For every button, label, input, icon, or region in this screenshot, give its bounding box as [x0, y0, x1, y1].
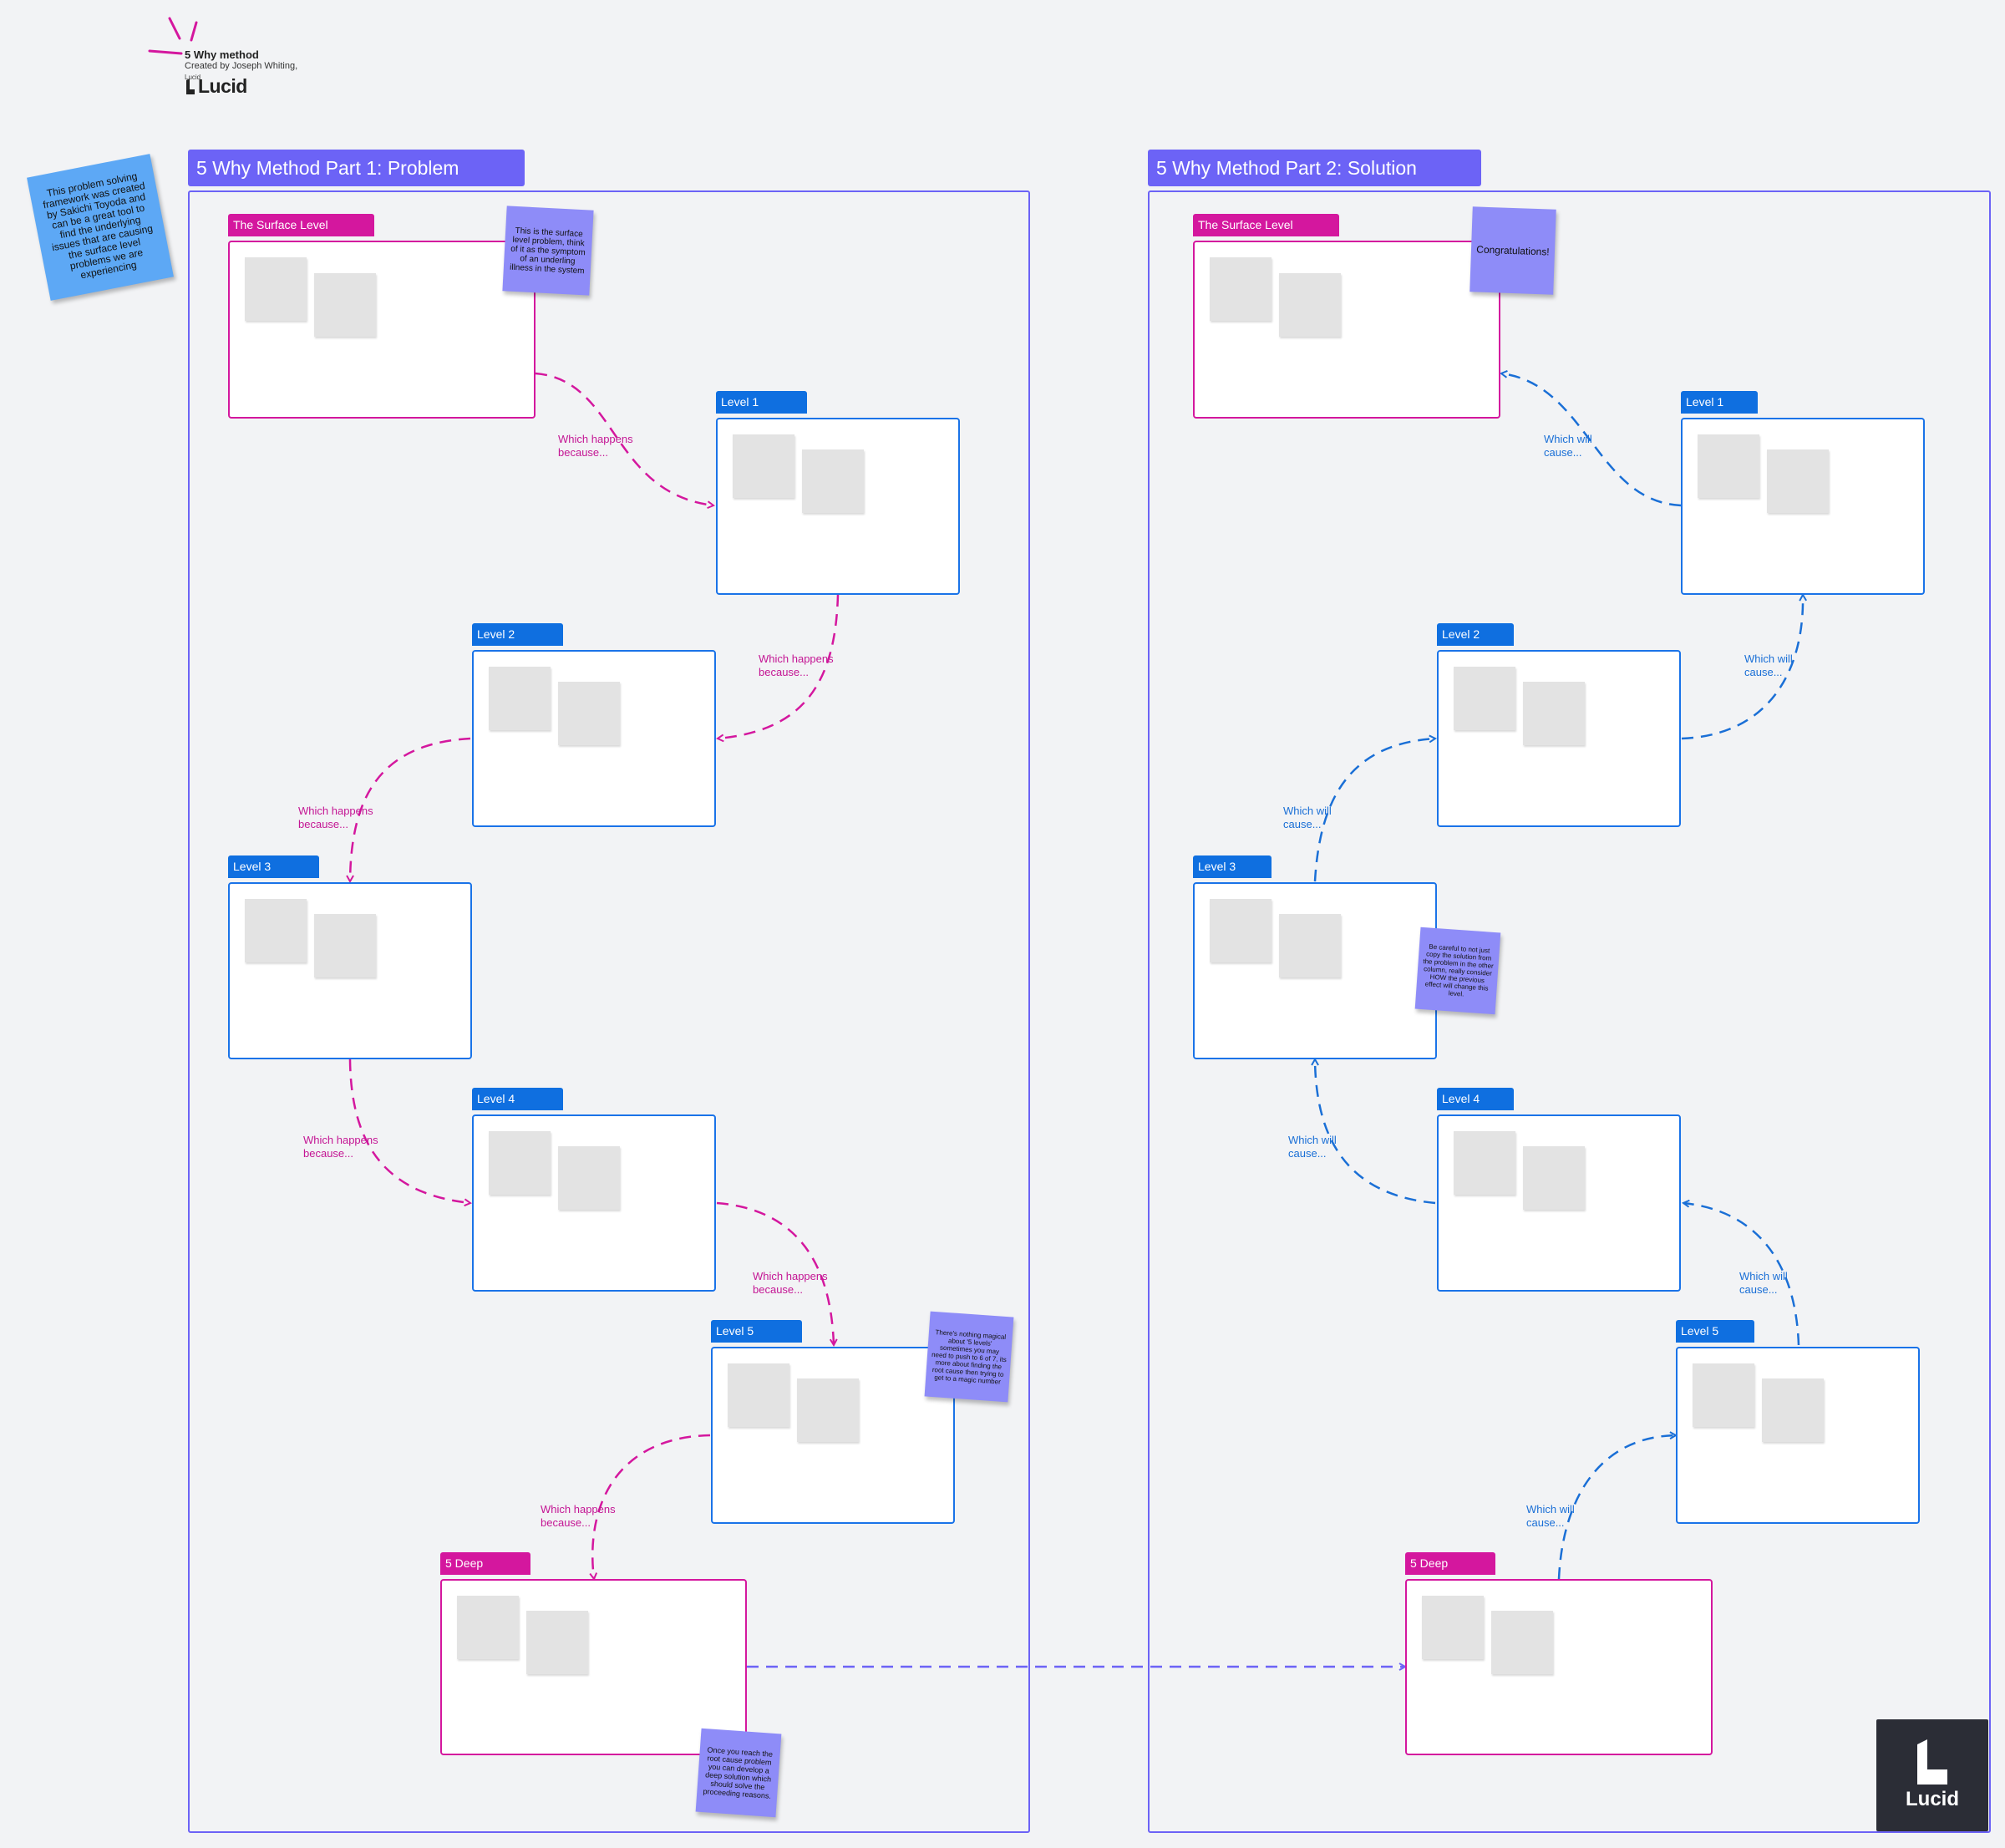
sticky-placeholder[interactable]: [1523, 682, 1585, 745]
sticky-placeholder[interactable]: [314, 273, 376, 337]
sticky-placeholder[interactable]: [245, 899, 307, 962]
p1-l2-tag: Level 2: [472, 623, 563, 646]
p1-l2-box[interactable]: [472, 650, 716, 827]
p2-surface-tag: The Surface Level: [1193, 214, 1339, 236]
intro-sticky-note[interactable]: This problem solving framework was creat…: [27, 154, 174, 301]
doc-small-text: Lucid: [185, 74, 201, 81]
sticky-placeholder[interactable]: [489, 667, 551, 730]
p2-l5-box[interactable]: [1676, 1347, 1920, 1524]
lucid-mark-icon: [1917, 1739, 1947, 1785]
sticky-placeholder[interactable]: [1523, 1146, 1585, 1210]
p2-arrow-label: Which will cause...: [1288, 1134, 1337, 1160]
p2-surface-sticky-note[interactable]: Congratulations!: [1469, 206, 1556, 295]
p2-deep-tag: 5 Deep: [1405, 1552, 1495, 1575]
sticky-placeholder[interactable]: [1767, 449, 1829, 513]
sparkle-icon: [148, 17, 198, 55]
sticky-placeholder[interactable]: [314, 914, 376, 977]
sticky-placeholder[interactable]: [1491, 1611, 1553, 1674]
p2-arrow-label: Which will cause...: [1739, 1270, 1788, 1296]
sticky-placeholder[interactable]: [733, 434, 794, 498]
sticky-placeholder[interactable]: [1762, 1378, 1824, 1442]
p1-deep-tag: 5 Deep: [440, 1552, 530, 1575]
p1-l4-box[interactable]: [472, 1114, 716, 1292]
doc-title: 5 Why method: [185, 48, 259, 61]
p1-arrow-label: Which happens because...: [753, 1270, 828, 1296]
sticky-placeholder[interactable]: [526, 1611, 588, 1674]
p1-arrow-label: Which happens because...: [298, 805, 373, 830]
p2-arrow-label: Which will cause...: [1544, 433, 1592, 459]
p1-arrow-label: Which happens because...: [558, 433, 633, 459]
doc-subtitle: Created by Joseph Whiting,: [185, 61, 298, 71]
sticky-placeholder[interactable]: [1454, 667, 1515, 730]
sticky-placeholder[interactable]: [245, 257, 307, 321]
p2-l3-box[interactable]: [1193, 882, 1437, 1059]
p1-l3-tag: Level 3: [228, 855, 319, 878]
p1-l5-tag: Level 5: [711, 1320, 802, 1343]
sticky-placeholder[interactable]: [797, 1378, 859, 1442]
p1-surface-box[interactable]: [228, 241, 536, 419]
p1-l3-box[interactable]: [228, 882, 472, 1059]
part2-container: [1148, 190, 1991, 1833]
lucid-badge[interactable]: Lucid: [1876, 1719, 1988, 1831]
sticky-placeholder[interactable]: [1693, 1363, 1754, 1427]
sticky-placeholder[interactable]: [1210, 257, 1272, 321]
p2-arrow-label: Which will cause...: [1283, 805, 1332, 830]
p2-l1-box[interactable]: [1681, 418, 1925, 595]
p2-surface-box[interactable]: [1193, 241, 1500, 419]
sticky-placeholder[interactable]: [457, 1596, 519, 1659]
sticky-placeholder[interactable]: [558, 1146, 620, 1210]
sticky-placeholder[interactable]: [1454, 1131, 1515, 1195]
part2-title: 5 Why Method Part 2: Solution: [1148, 150, 1481, 186]
lucid-logo: Lucid: [185, 75, 247, 98]
sticky-placeholder[interactable]: [802, 449, 864, 513]
p2-l3-tag: Level 3: [1193, 855, 1272, 878]
p2-l2-box[interactable]: [1437, 650, 1681, 827]
p2-l4-tag: Level 4: [1437, 1088, 1514, 1110]
p2-l1-tag: Level 1: [1681, 391, 1758, 414]
p2-arrow-label: Which will cause...: [1526, 1503, 1575, 1529]
p1-l4-tag: Level 4: [472, 1088, 563, 1110]
p1-l1-tag: Level 1: [716, 391, 807, 414]
p2-l5-tag: Level 5: [1676, 1320, 1754, 1343]
p1-deep-box[interactable]: [440, 1579, 747, 1755]
p1-level5-sticky-note[interactable]: There's nothing magical about '5 levels'…: [924, 1311, 1014, 1403]
p1-deep-sticky-note[interactable]: Once you reach the root cause problem yo…: [695, 1728, 782, 1818]
p1-l1-box[interactable]: [716, 418, 960, 595]
p1-l5-box[interactable]: [711, 1347, 955, 1524]
sticky-placeholder[interactable]: [1279, 914, 1341, 977]
p1-surface-sticky-note[interactable]: This is the surface level problem, think…: [502, 206, 594, 296]
p1-surface-tag: The Surface Level: [228, 214, 374, 236]
sticky-placeholder[interactable]: [558, 682, 620, 745]
sticky-placeholder[interactable]: [489, 1131, 551, 1195]
p2-l4-box[interactable]: [1437, 1114, 1681, 1292]
p1-arrow-label: Which happens because...: [759, 652, 834, 678]
sticky-placeholder[interactable]: [728, 1363, 789, 1427]
p1-arrow-label: Which happens because...: [541, 1503, 616, 1529]
p1-arrow-label: Which happens because...: [303, 1134, 378, 1160]
p2-level3-sticky-note[interactable]: Be careful to not just copy the solution…: [1414, 927, 1501, 1015]
p2-l2-tag: Level 2: [1437, 623, 1514, 646]
part1-title: 5 Why Method Part 1: Problem: [188, 150, 525, 186]
part1-container: [188, 190, 1030, 1833]
sticky-placeholder[interactable]: [1210, 899, 1272, 962]
lucid-mark-icon: [186, 78, 195, 94]
sticky-placeholder[interactable]: [1698, 434, 1759, 498]
sticky-placeholder[interactable]: [1422, 1596, 1484, 1659]
p2-deep-box[interactable]: [1405, 1579, 1713, 1755]
header: 5 Why method Created by Joseph Whiting, …: [146, 15, 330, 99]
sticky-placeholder[interactable]: [1279, 273, 1341, 337]
p2-arrow-label: Which will cause...: [1744, 652, 1793, 678]
